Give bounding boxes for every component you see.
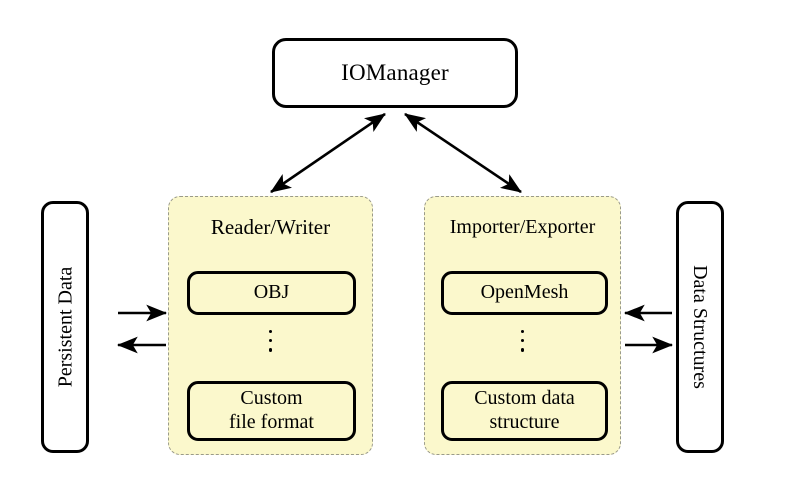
- custom-data-structure-line1: Custom data: [474, 387, 575, 410]
- persistent-data-label: Persistent Data: [54, 266, 76, 388]
- obj-label: OBJ: [253, 281, 290, 304]
- data-structures-node[interactable]: Data Structures: [676, 201, 724, 453]
- arrow-manager-importerexporter: [404, 112, 522, 194]
- custom-data-structure-node[interactable]: Custom data structure: [441, 381, 608, 441]
- importer-exporter-ellipsis-icon: [425, 330, 620, 352]
- custom-file-format-label: Custom file format: [229, 387, 314, 434]
- obj-node[interactable]: OBJ: [187, 271, 356, 315]
- importer-exporter-group[interactable]: Importer/Exporter OpenMesh Custom data s…: [424, 196, 621, 455]
- persistent-data-node[interactable]: Persistent Data: [41, 201, 89, 453]
- reader-writer-group[interactable]: Reader/Writer OBJ Custom file format: [168, 196, 373, 455]
- custom-file-format-node[interactable]: Custom file format: [187, 381, 356, 441]
- custom-data-structure-label: Custom data structure: [474, 387, 575, 434]
- openmesh-node[interactable]: OpenMesh: [441, 271, 608, 315]
- reader-writer-ellipsis-icon: [169, 330, 372, 352]
- importer-exporter-title: Importer/Exporter: [449, 216, 596, 238]
- iomanager-label: IOManager: [341, 60, 449, 85]
- custom-file-format-line1: Custom: [240, 387, 303, 410]
- iomanager-node[interactable]: IOManager: [272, 38, 518, 108]
- custom-data-structure-line2: structure: [489, 411, 560, 433]
- openmesh-label: OpenMesh: [480, 281, 569, 304]
- custom-file-format-line2: file format: [229, 411, 314, 433]
- reader-writer-title: Reader/Writer: [210, 215, 331, 239]
- data-structures-label: Data Structures: [689, 265, 712, 389]
- arrow-manager-readerwriter: [270, 112, 386, 194]
